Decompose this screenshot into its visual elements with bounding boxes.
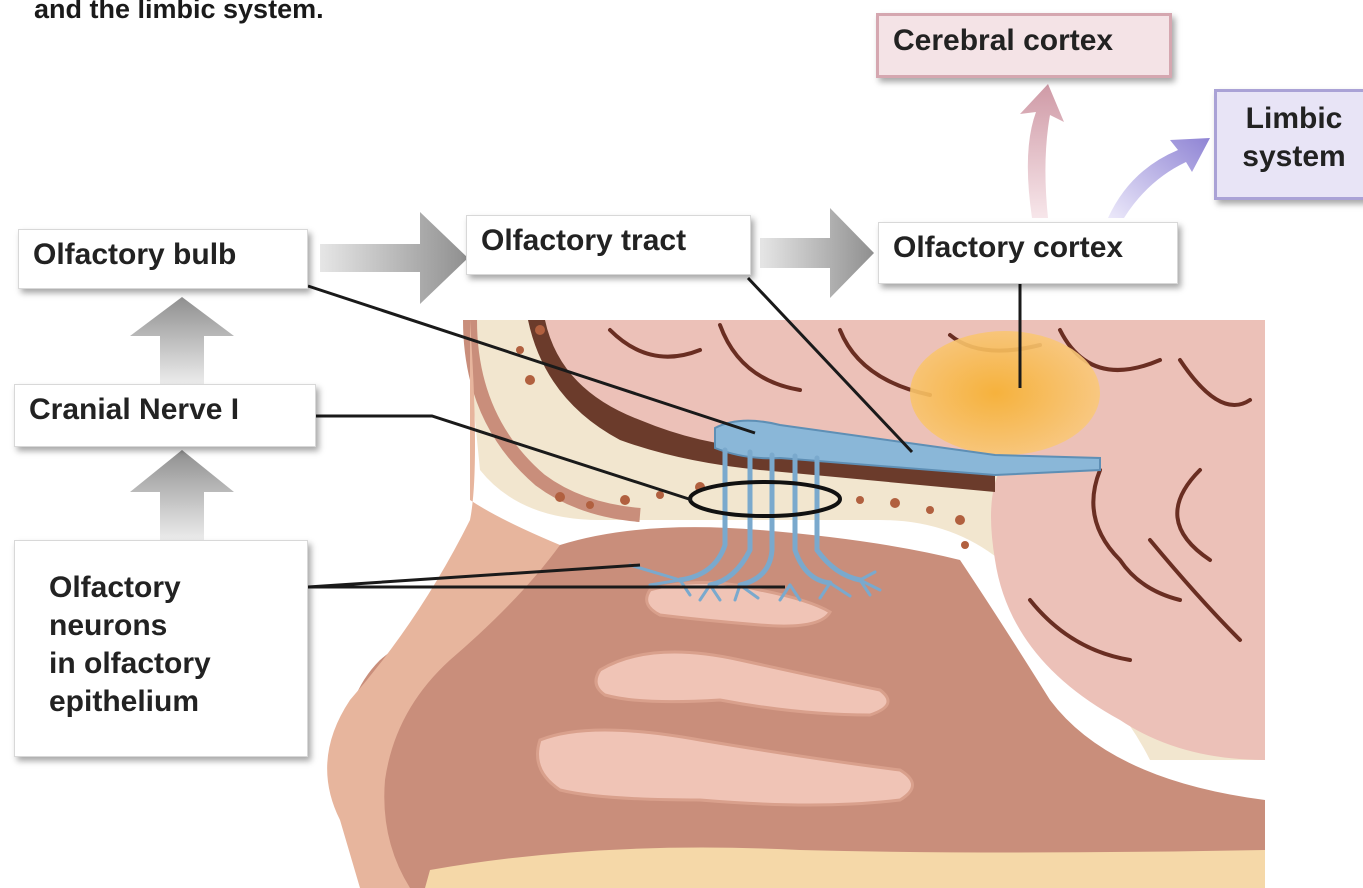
olfactory-neurons-text-line4: epithelium xyxy=(49,683,273,721)
flow-arrow-tract-to-cortex xyxy=(760,208,874,298)
olfactory-neurons-label: Olfactory neurons in olfactory epitheliu… xyxy=(14,540,308,757)
limbic-system-text-line2: system xyxy=(1217,138,1363,176)
olfactory-cortex-highlight xyxy=(910,331,1100,455)
flow-arrow-cranial-to-bulb xyxy=(130,297,234,384)
olfactory-tract-text: Olfactory tract xyxy=(481,224,686,257)
flow-arrow-to-cerebral-cortex xyxy=(1020,84,1064,218)
figure-caption: and the limbic system. xyxy=(34,0,324,25)
cranial-nerve-text: Cranial Nerve I xyxy=(29,393,239,426)
olfactory-bulb-label: Olfactory bulb xyxy=(18,229,308,289)
olfactory-cortex-label: Olfactory cortex xyxy=(878,222,1178,284)
flow-arrow-neurons-to-cranial xyxy=(130,450,234,540)
cerebral-cortex-label: Cerebral cortex xyxy=(876,13,1172,78)
limbic-system-text-line1: Limbic xyxy=(1217,100,1363,138)
olfactory-bulb-text: Olfactory bulb xyxy=(33,238,236,271)
flow-arrow-to-limbic-system xyxy=(1108,138,1210,218)
flow-arrow-bulb-to-tract xyxy=(320,212,468,304)
olfactory-neurons-text-line2: neurons xyxy=(49,607,273,645)
nasal-anatomy-illustration xyxy=(327,320,1265,888)
olfactory-neurons-text-line3: in olfactory xyxy=(49,645,273,683)
limbic-system-label: Limbic system xyxy=(1214,89,1363,200)
olfactory-tract-label: Olfactory tract xyxy=(466,215,751,275)
olfactory-neurons-text-line1: Olfactory xyxy=(49,569,273,607)
olfactory-cortex-text: Olfactory cortex xyxy=(893,231,1123,264)
cerebral-cortex-text: Cerebral cortex xyxy=(893,24,1113,57)
cranial-nerve-label: Cranial Nerve I xyxy=(14,384,316,447)
